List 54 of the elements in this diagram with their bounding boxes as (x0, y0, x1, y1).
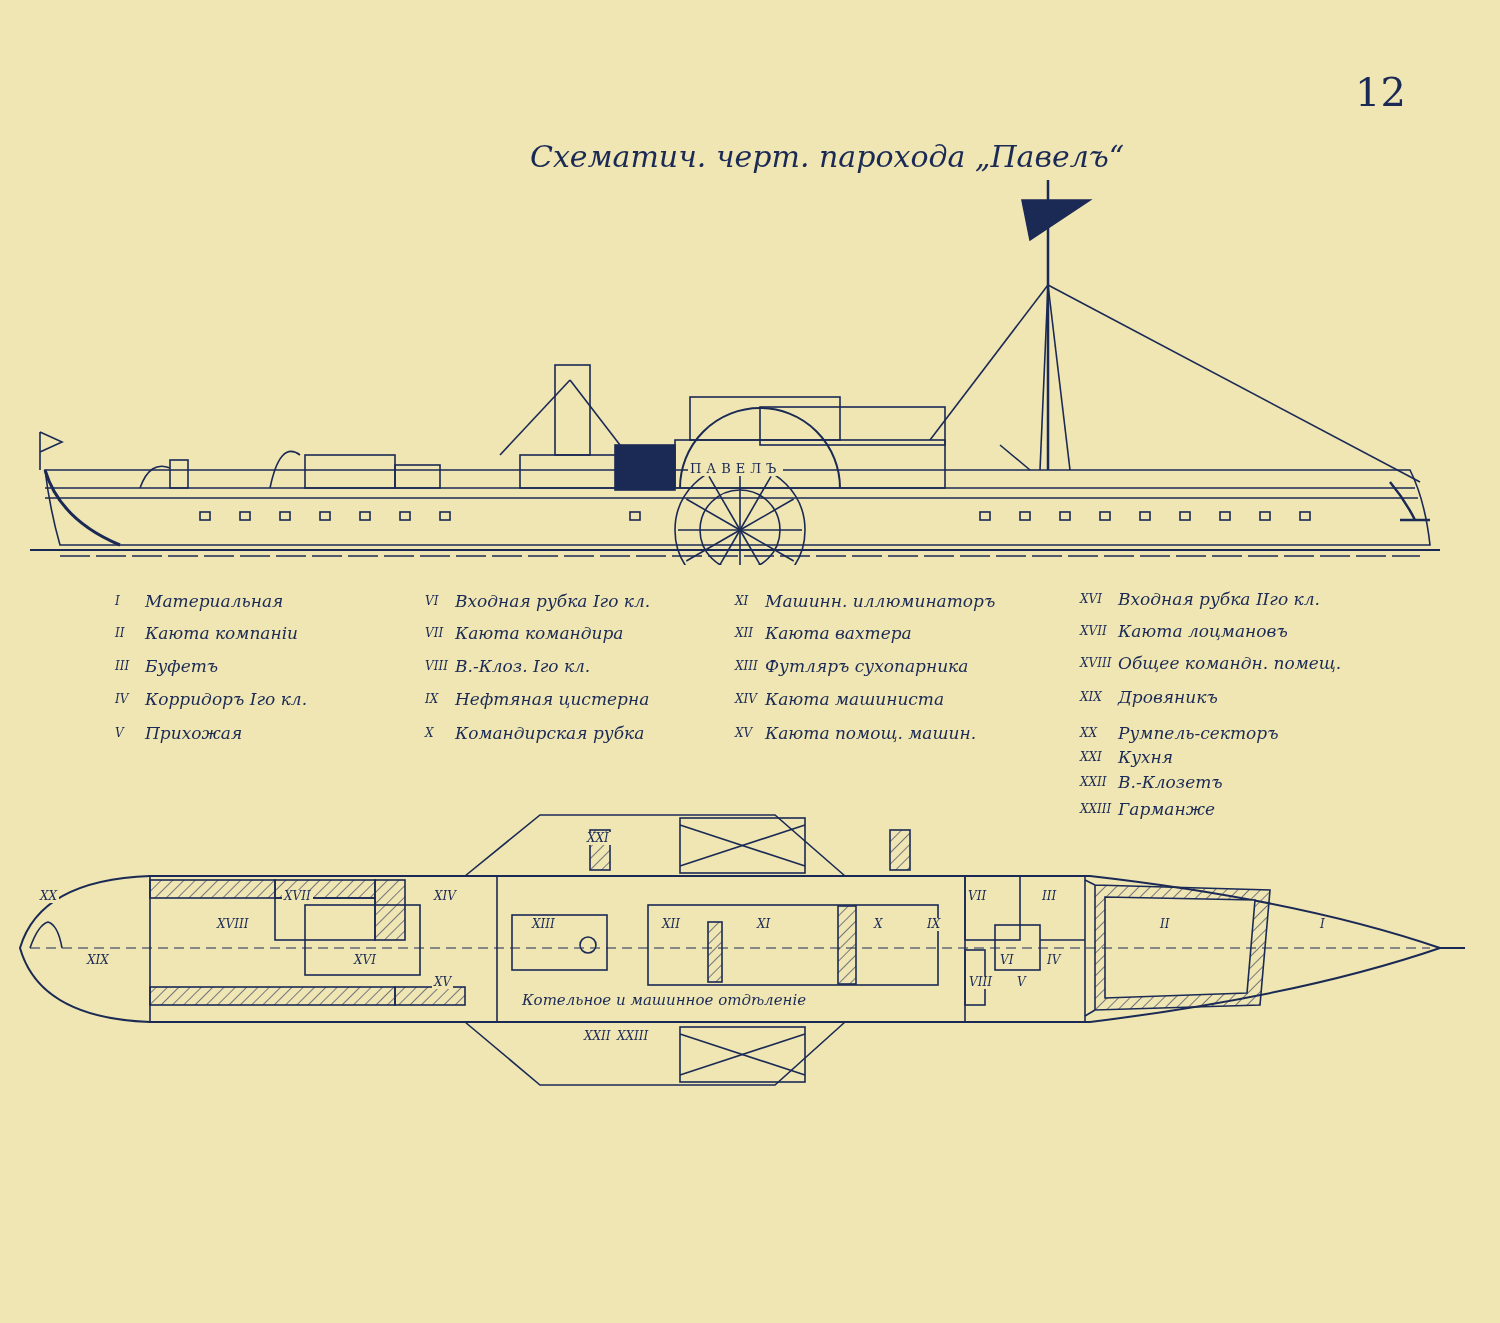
callout-number: X (425, 727, 434, 741)
callout-number: XVIII (1080, 657, 1112, 671)
legend-text: В.-Клоз. Iго кл. (455, 657, 591, 676)
callout-number: XII (735, 627, 754, 641)
callout-number: XX (38, 890, 60, 904)
legend-text: Гарманже (1118, 800, 1216, 819)
legend-text: Каюта командира (455, 624, 624, 643)
callout-number: XXI (1080, 751, 1102, 765)
legend-text: Буфетъ (145, 657, 219, 676)
callout-number: IV (115, 693, 129, 707)
legend-text: Материальная (145, 592, 284, 611)
legend-text: Корридоръ Iго кл. (145, 690, 308, 709)
legend-text: Командирская рубка (455, 724, 645, 743)
legend-text: Румпель-секторъ (1118, 724, 1279, 743)
callout-number: XVII (1080, 625, 1107, 639)
legend-text: Входная рубка IIго кл. (1118, 590, 1320, 609)
callout-number: XXIII (1080, 803, 1112, 817)
title: Схематич. черт. парохода „Павелъ“ (530, 140, 1125, 173)
callout-number: XIV (735, 693, 757, 707)
legend-text: Каюта машиниста (765, 690, 945, 709)
legend-text: Прихожая (145, 724, 243, 743)
legend-text: Кухня (1118, 748, 1174, 767)
callout-number: XVI (1080, 593, 1102, 607)
callout-number: XIX (1080, 691, 1102, 705)
callout-number: VIII (967, 976, 994, 990)
legend-text: Входная рубка Iго кл. (455, 592, 651, 611)
callout-number: XI (735, 595, 749, 609)
callout-number: IX (425, 693, 439, 707)
legend-text: Машинн. иллюминаторъ (765, 592, 996, 611)
callout-number: I (115, 595, 120, 609)
callout-number: VIII (425, 660, 448, 674)
ship-name-text: ПАВЕЛЪ (688, 462, 784, 477)
callout-number: V (115, 727, 124, 741)
callout-number: XXI (585, 832, 611, 846)
legend-text: Нефтяная цистерна (455, 690, 650, 709)
legend-text: Каюта вахтера (765, 624, 912, 643)
callout-number: XX (1080, 727, 1098, 741)
page-number: 12 (1355, 70, 1406, 114)
callout-number: VI (425, 595, 439, 609)
legend-text: Дровяникъ (1118, 688, 1218, 707)
legend-text: Каюта компаніи (145, 624, 299, 643)
callout-number: XV (735, 727, 753, 741)
legend-text: Футляръ сухопарника (765, 657, 969, 676)
legend-text: В.-Клозетъ (1118, 773, 1223, 792)
callout-number: XIII (735, 660, 758, 674)
callout-number: II (115, 627, 125, 641)
callout-number: VII (425, 627, 444, 641)
legend-text: Каюта помощ. машин. (765, 724, 977, 743)
callout-number: III (115, 660, 130, 674)
callout-number: XV (432, 976, 454, 990)
callout-number: XXII (1080, 776, 1107, 790)
legend-text: Общее командн. помещ. (1118, 654, 1342, 673)
legend-text: Каюта лоцмановъ (1118, 622, 1288, 641)
callout-number: IX (925, 918, 943, 932)
